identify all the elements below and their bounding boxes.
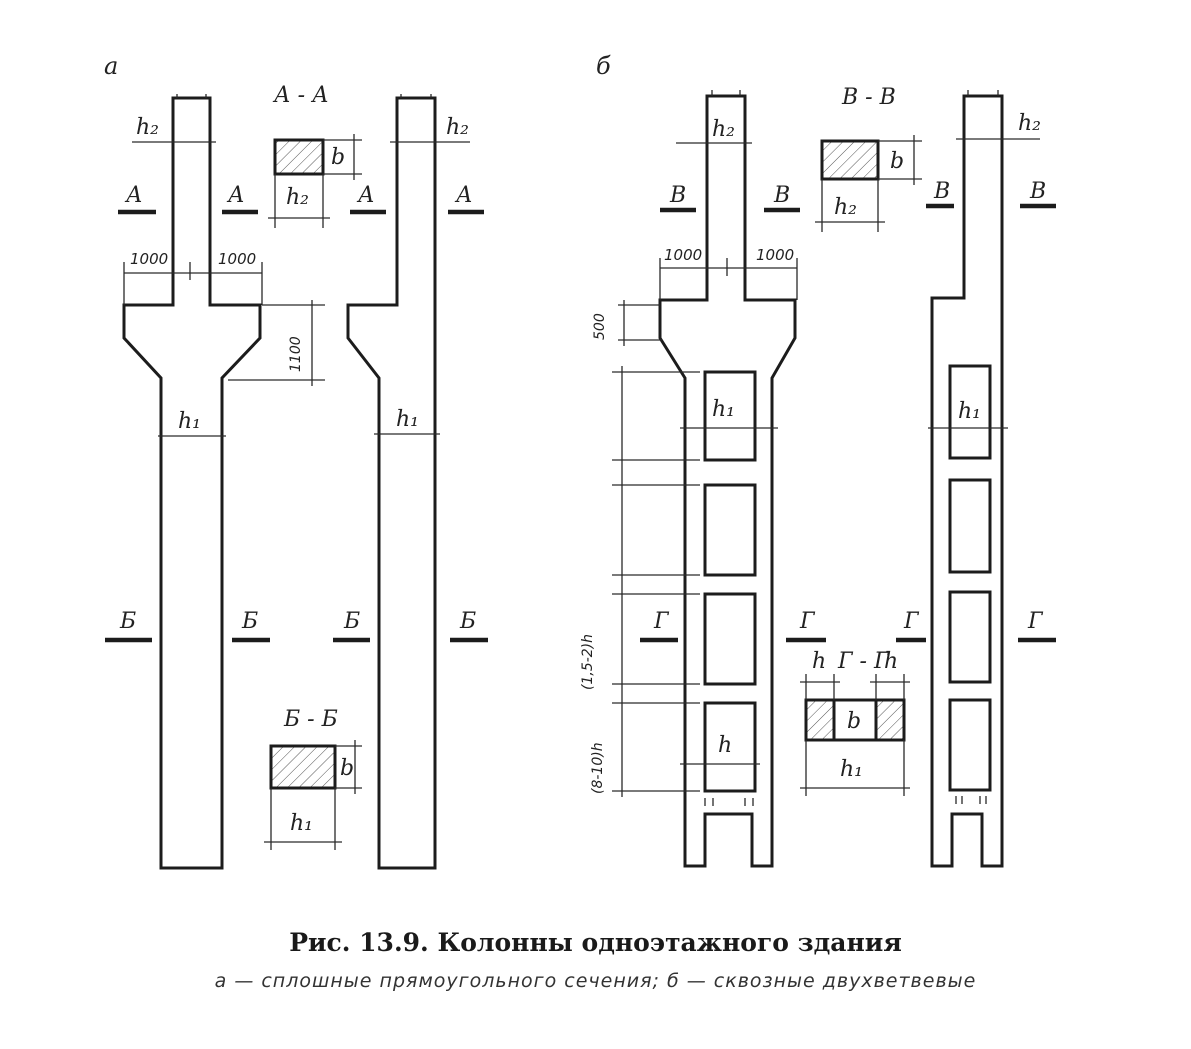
dim-1000-right: 1000 <box>218 250 256 268</box>
figure-caption-subtitle: а — сплошные прямоугольного сечения; б —… <box>214 970 977 992</box>
opening-e2 <box>948 478 992 574</box>
dim-8-10h: (8-10)h <box>590 742 606 794</box>
cut-mark-V-3: В <box>933 179 950 204</box>
dim-h1-label-b2: h₁ <box>958 399 981 424</box>
cut-mark-G-2: Г <box>799 609 816 634</box>
section-BB-hatched <box>269 744 337 790</box>
cut-mark-G-3: Г <box>903 609 920 634</box>
opening-2 <box>703 483 757 577</box>
section-title-AA: А - А <box>272 83 329 108</box>
cut-mark-G-4: Г <box>1027 609 1044 634</box>
section-AA-b: b <box>331 145 345 170</box>
dim-h2-label: h₂ <box>136 115 159 140</box>
cut-mark-A-3: А <box>356 183 375 208</box>
dim-h2-label-b2: h₂ <box>1018 111 1041 136</box>
cut-mark-V-1: В <box>669 183 686 208</box>
opening-e4 <box>948 698 992 792</box>
dim-h-label-b1: h <box>718 733 732 758</box>
section-GG-h-left: h <box>812 649 826 674</box>
figure-caption-title: Рис. 13.9. Колонны одноэтажного здания <box>289 928 902 957</box>
cut-mark-V-2: В <box>773 183 790 208</box>
cut-mark-A-4: А <box>454 183 473 208</box>
opening-1 <box>703 370 757 462</box>
dim-15-2h: (1,5-2)h <box>580 634 596 690</box>
section-BB-h1: h₁ <box>290 811 313 836</box>
section-AA-h2: h₂ <box>286 185 309 210</box>
section-title-GG: Г - Г <box>837 649 890 674</box>
section-GG-b: b <box>847 709 861 734</box>
opening-e3 <box>948 590 992 684</box>
section-title-BB: Б - Б <box>283 707 338 732</box>
dim-h1-label-a1: h₁ <box>178 409 201 434</box>
cut-mark-G-1: Г <box>653 609 670 634</box>
section-GG-h-right: h <box>884 649 898 674</box>
dim-h2-label-b1: h₂ <box>712 117 735 142</box>
solid-column-eccentric <box>346 96 437 870</box>
cut-mark-B-4: Б <box>459 609 476 634</box>
section-VV-hatched <box>820 139 880 181</box>
opening-4 <box>703 701 757 793</box>
panel-label-a: а <box>104 52 118 80</box>
cut-mark-B-3: Б <box>343 609 360 634</box>
dim-h2-label-a2: h₂ <box>446 115 469 140</box>
section-AA-hatched <box>273 138 325 176</box>
section-VV-h2: h₂ <box>834 195 857 220</box>
dim-1000-left: 1000 <box>130 250 168 268</box>
opening-3 <box>703 592 757 686</box>
cut-mark-A-right: А <box>226 183 245 208</box>
cut-mark-B-1: Б <box>119 609 136 634</box>
dim-1000-b-right: 1000 <box>756 246 794 264</box>
section-VV-b: b <box>890 149 904 174</box>
cut-mark-V-4: В <box>1029 179 1046 204</box>
section-GG-h1: h₁ <box>840 757 863 782</box>
dim-1100: 1100 <box>288 336 304 372</box>
dim-1000-b-left: 1000 <box>664 246 702 264</box>
section-GG-branch-right <box>874 698 906 742</box>
dim-500: 500 <box>592 313 608 340</box>
section-BB-b: b <box>340 756 354 781</box>
double-branch-column-eccentric <box>930 94 1004 868</box>
cut-mark-A-left: А <box>124 183 143 208</box>
dim-h1-label-a2: h₁ <box>396 407 419 432</box>
dim-h1-label-b1: h₁ <box>712 397 735 422</box>
cut-mark-B-2: Б <box>241 609 258 634</box>
section-title-VV: В - В <box>841 85 896 110</box>
panel-label-b: б <box>596 52 611 80</box>
section-GG-branch-left <box>804 698 836 742</box>
opening-e1 <box>948 364 992 460</box>
double-branch-column-symmetric <box>658 94 797 868</box>
